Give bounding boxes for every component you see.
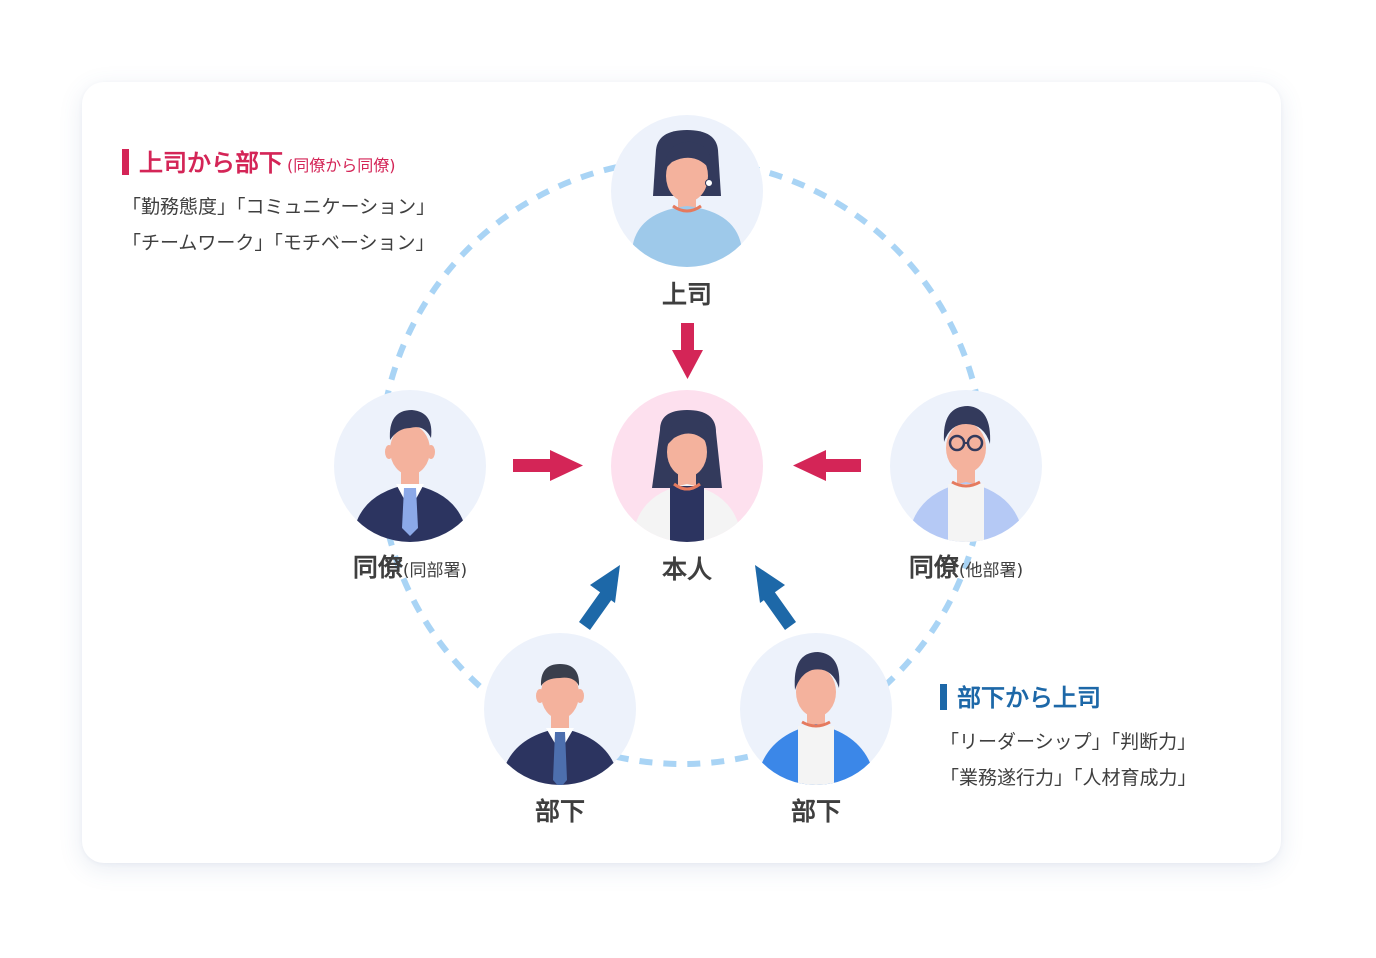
peer-same-dept-avatar xyxy=(334,390,486,542)
arrow-peer-same-to-self xyxy=(513,450,583,481)
top-down-callout-title-sub: (同僚から同僚) xyxy=(287,156,396,175)
peer-same-dept-label: 同僚(同部署) xyxy=(335,555,485,580)
top-down-callout-heading: 上司から部下 (同僚から同僚) xyxy=(122,145,435,175)
subordinate-1-label: 部下 xyxy=(510,799,610,824)
arrow-peer-other-to-self xyxy=(793,450,861,481)
top-down-accent-bar xyxy=(122,149,129,175)
bottom-up-callout-heading: 部下から上司 xyxy=(940,680,1197,710)
top-down-callout-line: 「勤務態度」「コミュニケーション」 xyxy=(122,196,436,218)
boss-label-text: 上司 xyxy=(661,280,712,309)
arrow-boss-to-self xyxy=(672,323,703,379)
arrow-subordinate-2-to-self xyxy=(755,565,796,630)
self-avatar xyxy=(611,390,763,542)
subordinate-1-label-text: 部下 xyxy=(534,797,585,826)
peer-other-dept-label: 同僚(他部署) xyxy=(891,555,1041,580)
top-down-callout-title: 上司から部下 xyxy=(139,149,283,177)
bottom-up-callout-line: 「業務遂行力」「人材育成力」 xyxy=(940,767,1197,789)
self-label: 本人 xyxy=(637,557,737,582)
self-label-text: 本人 xyxy=(661,555,712,584)
subordinate-2-label-text: 部下 xyxy=(790,797,841,826)
subordinate-1-avatar xyxy=(484,633,636,785)
top-down-callout-body: 「勤務態度」「コミュニケーション」 「チームワーク」「モチベーション」 xyxy=(122,189,435,261)
peer-other-dept-avatar xyxy=(890,390,1042,542)
bottom-up-callout-title: 部下から上司 xyxy=(957,684,1101,712)
peer-other-dept-label-text: 同僚 xyxy=(908,553,959,582)
boss-label: 上司 xyxy=(637,282,737,307)
peer-same-dept-label-text: 同僚 xyxy=(352,553,403,582)
boss-avatar xyxy=(611,115,763,267)
bottom-up-callout-line: 「リーダーシップ」「判断力」 xyxy=(940,731,1197,753)
peer-other-dept-label-sub: (他部署) xyxy=(958,561,1024,581)
subordinate-2-label: 部下 xyxy=(766,799,866,824)
peer-same-dept-label-sub: (同部署) xyxy=(402,561,468,581)
top-down-callout: 上司から部下 (同僚から同僚) 「勤務態度」「コミュニケーション」 「チームワー… xyxy=(122,145,435,261)
bottom-up-accent-bar xyxy=(940,684,947,710)
subordinate-2-avatar xyxy=(740,633,892,785)
bottom-up-callout-body: 「リーダーシップ」「判断力」 「業務遂行力」「人材育成力」 xyxy=(940,724,1197,796)
bottom-up-callout: 部下から上司 「リーダーシップ」「判断力」 「業務遂行力」「人材育成力」 xyxy=(940,680,1197,796)
arrow-subordinate-1-to-self xyxy=(579,565,620,630)
top-down-callout-line: 「チームワーク」「モチベーション」 xyxy=(122,232,435,254)
